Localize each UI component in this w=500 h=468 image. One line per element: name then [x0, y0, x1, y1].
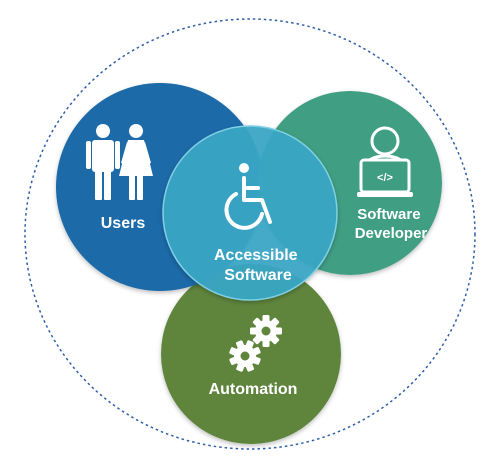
- accessible-software-label: Accessible Software: [214, 247, 302, 284]
- software-developer-label: Software Developer: [355, 206, 428, 242]
- automation-label: Automation: [209, 381, 298, 398]
- svg-text:</>: </>: [377, 172, 393, 184]
- gears-icon: [229, 315, 282, 372]
- accessible-software-circle: Accessible Software: [162, 125, 338, 301]
- people-icon: [86, 124, 153, 200]
- users-label: Users: [101, 215, 146, 232]
- wheelchair-icon: [224, 163, 272, 230]
- developer-laptop-icon: </>: [357, 126, 413, 197]
- outer-dotted-ring: [24, 18, 476, 450]
- automation-circle: Automation: [161, 264, 341, 444]
